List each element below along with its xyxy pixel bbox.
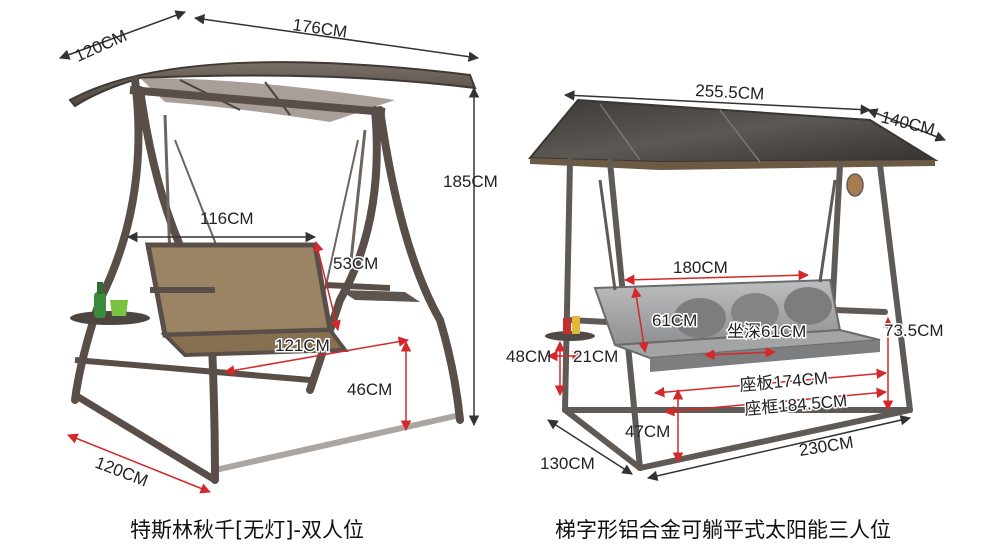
left-base-depth-label: 120CM	[93, 453, 151, 490]
left-dimension-lines	[59, 10, 480, 494]
left-height-label: 185CM	[443, 172, 498, 191]
left-canopy-width-label: 176CM	[291, 15, 348, 41]
left-frame-width-label: 121CM	[275, 336, 330, 355]
right-canopy	[527, 98, 939, 164]
right-base-depth-label: 130CM	[540, 454, 595, 473]
left-canopy	[68, 61, 477, 108]
right-seat-depth-label: 坐深61CM	[727, 322, 806, 341]
right-product-caption: 梯字形铝合金可躺平式太阳能三人位	[555, 518, 891, 542]
right-table-height-label: 48CM	[506, 347, 551, 366]
right-swing	[527, 98, 939, 471]
green-cup-icon	[110, 300, 128, 316]
right-table-width-label: 21CM	[573, 347, 618, 366]
left-canopy-depth-label: 120CM	[72, 26, 130, 66]
right-canopy-width-label: 255.5CM	[695, 81, 765, 104]
right-seat-board-label: 座板174CM	[739, 368, 829, 395]
left-seat-width-label: 116CM	[200, 209, 254, 228]
yellow-can-icon	[572, 316, 580, 334]
right-seat-width-label: 180CM	[673, 258, 728, 277]
left-seat-height-label: 46CM	[347, 380, 392, 399]
right-back-height-label: 61CM	[652, 311, 697, 330]
left-backrest-label: 53CM	[333, 254, 378, 273]
red-can-icon	[563, 318, 571, 334]
right-armrest-label: 73.5CM	[884, 321, 944, 340]
right-dimension-lines	[546, 90, 946, 482]
left-swing	[68, 61, 477, 484]
green-bottle-icon	[94, 292, 106, 318]
solar-lamp-icon	[846, 173, 864, 197]
right-base-width-label: 230CM	[798, 433, 855, 460]
left-product-caption: 特斯林秋千[无灯]-双人位	[130, 518, 364, 542]
right-seat-height-label: 47CM	[625, 422, 670, 441]
right-seat-frame-label: 座框184.5CM	[744, 391, 848, 419]
